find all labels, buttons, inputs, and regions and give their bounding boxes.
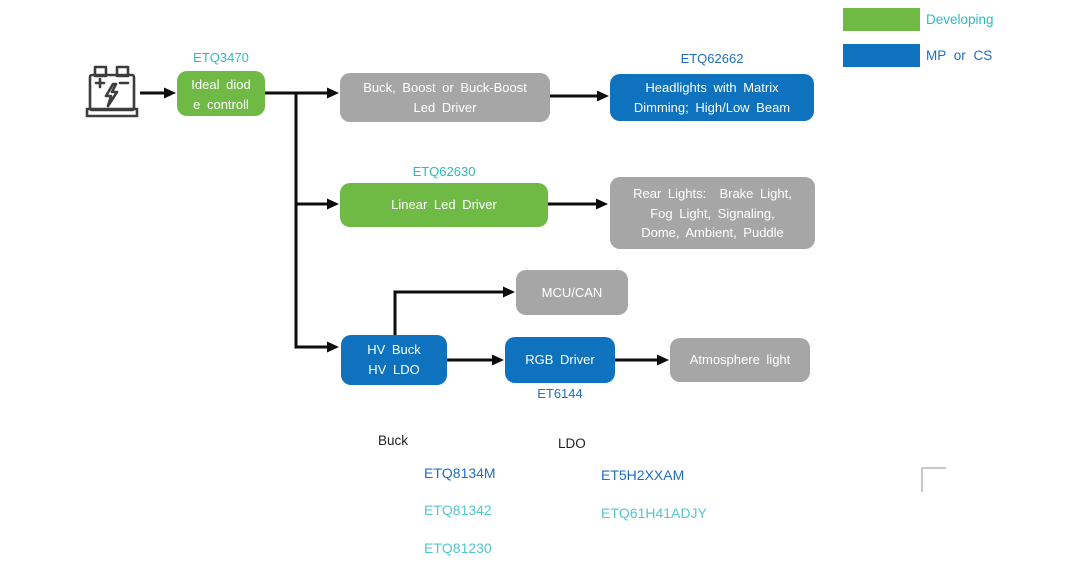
node-label: RGB Driver — [525, 352, 595, 368]
node-mcu-can: MCU/CAN — [516, 270, 628, 315]
arrow-rgb-to-atmosphere — [615, 354, 669, 366]
legend-label-mp-cs: MP or CS — [926, 48, 993, 63]
node-label: Headlights with Matrix — [645, 80, 779, 95]
node-label: HV LDO — [368, 361, 420, 377]
arrow-buckboost-to-headlights — [550, 90, 609, 102]
legend-label-developing: Developing — [926, 12, 994, 27]
legend-swatch-mp-cs — [843, 44, 920, 67]
corner-mark — [921, 467, 946, 492]
node-atmosphere-light: Atmosphere light — [670, 338, 810, 382]
buck-list-item: ETQ81230 — [424, 540, 492, 556]
node-label: MCU/CAN — [541, 284, 603, 300]
node-ideal-diode-controller: Ideal diod e controll — [177, 71, 265, 116]
legend-swatch-developing — [843, 8, 920, 31]
node-label: Buck, Boost or Buck-Boost — [363, 80, 527, 95]
arrow-hv-to-rgb — [447, 354, 504, 366]
node-headlights: Headlights with Matrix Dimming; High/Low… — [610, 74, 814, 121]
node-label: Atmosphere light — [689, 352, 791, 368]
node-label: HV Buck — [367, 342, 421, 357]
buck-list-item: ETQ8134M — [424, 465, 496, 481]
arrow-battery-to-ideal-diode — [140, 87, 176, 99]
node-label: e controll — [193, 96, 249, 112]
part-label-etq62630: ETQ62630 — [412, 164, 476, 179]
node-buck-boost-led-driver: Buck, Boost or Buck-Boost Led Driver — [340, 73, 550, 122]
ldo-list-item: ET5H2XXAM — [601, 467, 685, 483]
ldo-list-item: ETQ61H41ADJY — [601, 505, 707, 521]
node-label: Linear Led Driver — [391, 197, 497, 213]
node-label: Led Driver — [413, 99, 477, 115]
node-label: Ideal diod — [191, 77, 251, 92]
node-linear-led-driver: Linear Led Driver — [340, 183, 548, 227]
car-battery-icon — [85, 65, 139, 118]
arrow-hv-to-mcu — [393, 286, 515, 335]
ldo-list-title: LDO — [558, 436, 586, 451]
arrow-linear-to-rearlights — [548, 198, 608, 210]
node-rear-lights: Rear Lights: Brake Light, Fog Light, Sig… — [610, 177, 815, 249]
buck-list-title: Buck — [378, 433, 409, 448]
buck-list-item: ETQ81342 — [424, 502, 492, 518]
node-label: Rear Lights: Brake Light, — [633, 186, 792, 201]
node-label: Dome, Ambient, Puddle — [641, 225, 784, 240]
node-label: Fog Light, Signaling, — [650, 205, 775, 221]
part-label-et6144: ET6144 — [537, 386, 583, 401]
node-rgb-driver: RGB Driver — [505, 337, 615, 383]
node-label: Dimming; High/Low Beam — [633, 99, 791, 115]
part-label-etq62662: ETQ62662 — [680, 51, 744, 66]
part-label-etq3470: ETQ3470 — [193, 50, 249, 65]
node-hv-buck-hv-ldo: HV Buck HV LDO — [341, 335, 447, 385]
branch-ideal-diode — [264, 87, 339, 353]
